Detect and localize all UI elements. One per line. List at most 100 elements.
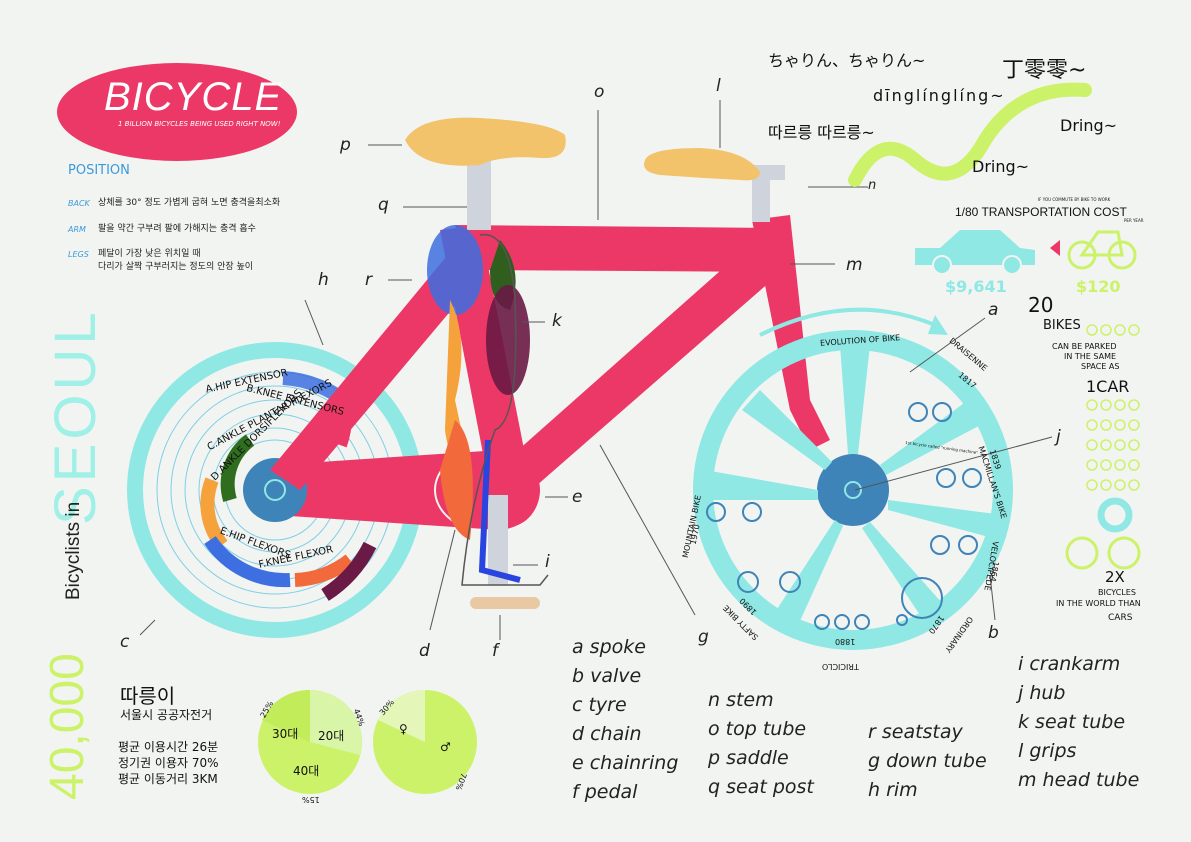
legend-col-2: n stem o top tube p saddle q seat post: [708, 686, 814, 802]
legend-item: b valve: [572, 665, 642, 687]
legend-col-1: a spoke b valve c tyre d chain e chainri…: [572, 633, 678, 807]
parking-bike-grid: [1086, 324, 1140, 491]
bike-cost: $120: [1076, 277, 1121, 296]
legend-col-4: i crankarm j hub k seat tube l grips m h…: [1018, 650, 1139, 795]
world-line1: BICYCLES: [1098, 588, 1136, 597]
part-label-f: f: [492, 641, 498, 661]
muscle-hamstring: [486, 285, 530, 395]
ttareungi-stat-1: 평균 이용시간 26분: [118, 740, 219, 754]
legend-item: m head tube: [1018, 769, 1140, 791]
bike-wheel-icon-2: [1107, 536, 1141, 570]
legend-item: o top tube: [708, 718, 807, 740]
position-heading: POSITION: [68, 163, 130, 178]
legend-item: p saddle: [708, 747, 789, 769]
down-tube: [490, 240, 795, 500]
evolution-bike-icons: [706, 402, 982, 630]
crankarm: [488, 495, 508, 585]
part-label-l: l: [716, 76, 721, 96]
parking-line1: CAN BE PARKED: [1052, 342, 1117, 351]
grips: [644, 148, 760, 181]
evo-tricicle: TRICICLO: [822, 662, 859, 671]
legend-item: k seat tube: [1018, 711, 1126, 733]
ttareungi-name: 따릉이: [120, 684, 176, 708]
sound-dring-2: Dring~: [972, 157, 1030, 176]
legend-item: h rim: [868, 779, 918, 801]
bell-sound-squiggle: [848, 82, 1092, 187]
page-subtitle: 1 BILLION BICYCLES BEING USED RIGHT NOW!: [118, 120, 281, 128]
sound-chinese: 丁零零~: [1002, 58, 1087, 83]
evo-1880: 1880: [835, 637, 856, 646]
part-label-g: g: [698, 627, 709, 647]
leader-lines: [139, 100, 1053, 640]
front-wheel: [693, 330, 1013, 650]
ttareungi-stat-2: 정기권 이용자 70%: [118, 756, 219, 770]
bike-wheel-icon-1: [1065, 536, 1099, 570]
sound-japanese: ちゃりん、ちゃりん~: [768, 51, 926, 70]
legend-item: i crankarm: [1018, 653, 1121, 675]
title-ellipse: [57, 63, 297, 161]
muscle-calf: [440, 420, 473, 540]
legend-item: l grips: [1018, 740, 1077, 762]
top-tube: [455, 225, 790, 272]
bike-icon: [1067, 230, 1137, 270]
part-label-e: e: [572, 487, 583, 507]
muscle-shin: [478, 439, 521, 583]
part-label-d: d: [419, 641, 430, 661]
sound-dring-1: Dring~: [1060, 116, 1118, 135]
part-label-c: c: [120, 632, 130, 652]
page-title: BICYCLE: [104, 75, 283, 119]
head-tube: [752, 215, 830, 450]
world-line3: CARS: [1108, 613, 1133, 623]
legend-item: c tyre: [572, 694, 627, 716]
muscle-thigh: [445, 300, 470, 470]
age-40-label: 40대: [293, 764, 320, 778]
male-symbol: ♂: [440, 740, 451, 754]
legend-item: n stem: [708, 689, 774, 711]
parking-bikes: BIKES: [1043, 318, 1081, 333]
sound-pinyin: dīnglínglíng~: [873, 86, 1006, 105]
part-label-p: p: [340, 135, 351, 155]
parking-car: 1CAR: [1086, 377, 1130, 396]
part-label-j: j: [1056, 427, 1061, 447]
age-pie: [258, 689, 362, 794]
part-label-a: a: [988, 300, 999, 320]
part-label-n: n: [868, 178, 877, 193]
legend-item: f pedal: [572, 781, 638, 803]
car-cost: $9,641: [945, 277, 1007, 296]
age-30-label: 30대: [272, 727, 299, 741]
age-pct-15: 15%: [302, 795, 320, 804]
leg-outline: [461, 234, 549, 586]
legend-item: d chain: [572, 723, 642, 745]
sound-korean: 따르릉 따르릉~: [768, 123, 875, 142]
car-wheel-icon: [1097, 497, 1133, 533]
legend-item: q seat post: [708, 776, 814, 798]
position-key-back: BACK: [68, 199, 90, 208]
position-text-back: 상체를 30° 정도 가볍게 굽혀 노면 충격을최소화: [98, 198, 281, 208]
gender-pie: [373, 690, 477, 794]
parking-line3: SPACE AS: [1081, 362, 1120, 371]
part-label-m: m: [846, 255, 863, 275]
position-key-arm: ARM: [68, 225, 86, 234]
pedal: [470, 597, 540, 609]
transport-footnote: IF YOU COMMUTE BY BIKE TO WORK: [1038, 197, 1111, 202]
world-ratio: 2X: [1105, 568, 1125, 586]
chain-stay: [275, 450, 540, 530]
title-badge: BICYCLE 1 BILLION BICYCLES BEING USED RI…: [56, 62, 298, 162]
position-text-legs-2: 다리가 살짝 구부러지는 정도의 안장 높이: [98, 262, 254, 272]
muscle-hip: [427, 225, 483, 315]
saddle: [405, 117, 566, 166]
transport-title: 1/80 TRANSPORTATION COST: [955, 205, 1127, 219]
legend-item: e chainring: [572, 752, 679, 774]
part-label-r: r: [365, 270, 372, 290]
car-icon: [915, 230, 1035, 275]
legend-item: r seatstay: [868, 721, 963, 743]
parking-line2: IN THE SAME: [1064, 352, 1117, 361]
part-label-i: i: [545, 552, 550, 572]
position-text-arm: 팔을 약간 구부려 팔에 가해지는 충격 흡수: [98, 224, 256, 234]
seat-post: [467, 160, 491, 230]
muscle-arcs: [200, 371, 377, 601]
front-spokes: [705, 345, 1003, 632]
female-symbol: ♀: [399, 722, 408, 736]
part-label-k: k: [552, 311, 562, 331]
legend-col-3: r seatstay g down tube h rim: [868, 718, 987, 805]
